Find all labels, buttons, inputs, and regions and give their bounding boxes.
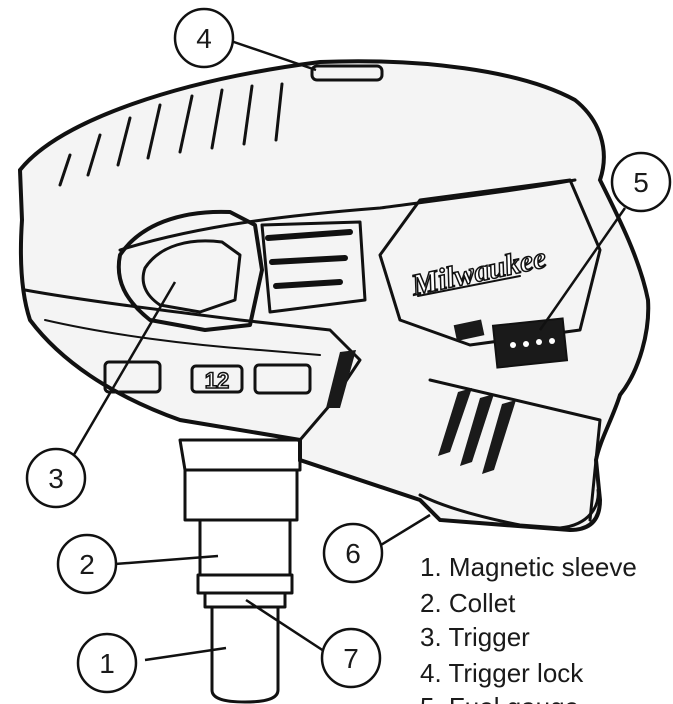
side-window-left [103, 360, 162, 394]
tool-illustration: Milwaukee 12 [17, 59, 651, 704]
center-grille [260, 220, 367, 314]
callout-1: 1 [76, 632, 138, 694]
leader-5 [538, 207, 627, 331]
callout-4: 4 [173, 7, 235, 69]
trigger[interactable] [141, 239, 242, 314]
leader-6 [375, 513, 431, 550]
lower-band-inner [44, 319, 321, 356]
callout-5-number: 5 [633, 167, 649, 198]
side-window-right [253, 363, 312, 395]
leader-4 [227, 38, 317, 72]
callout-5: 5 [610, 151, 672, 213]
callout-1-number: 1 [99, 648, 115, 679]
lower-band [23, 288, 362, 442]
nose-base [178, 438, 302, 472]
collet[interactable] [198, 518, 292, 577]
callout-3-number: 3 [48, 463, 64, 494]
leader-2 [114, 554, 219, 566]
legend-item-4: 4. Trigger lock [420, 658, 584, 688]
gauge-button[interactable] [453, 319, 485, 341]
parts-legend: 1. Magnetic sleeve 2. Collet 3. Trigger … [420, 552, 637, 704]
fuel-gauge [491, 317, 569, 369]
nail-holder-ring [203, 591, 287, 609]
logo-underline [417, 275, 521, 297]
callout-4-number: 4 [196, 23, 212, 54]
lower-panel-edge [428, 378, 602, 522]
trigger-housing [116, 209, 264, 332]
callout-3: 3 [25, 447, 87, 509]
fuel-gauge-leds [510, 338, 555, 348]
leader-1 [144, 646, 227, 662]
collet-ring [196, 573, 294, 595]
legend-item-1: 1. Magnetic sleeve [420, 552, 637, 582]
leader-3 [70, 281, 177, 459]
magnetic-sleeve[interactable] [210, 605, 280, 704]
callout-2: 2 [56, 533, 118, 595]
legend-item-5: 5. Fuel gauge [420, 692, 579, 704]
right-panel [378, 178, 602, 347]
legend-item-3: 3. Trigger [420, 622, 530, 652]
legend-item-2: 2. Collet [420, 588, 516, 618]
vent-slots [58, 82, 284, 187]
voltage-badge: 12 [205, 368, 229, 393]
callout-6-number: 6 [345, 538, 361, 569]
grip-rib [326, 350, 356, 408]
trigger-lock-slide[interactable] [310, 64, 384, 82]
battery-pack [418, 488, 600, 530]
lower-vents [438, 388, 516, 474]
side-ridge [118, 178, 577, 252]
callout-6: 6 [322, 522, 384, 584]
voltage-badge-frame [190, 364, 244, 394]
leader-lines [70, 38, 627, 662]
nose-upper [183, 468, 299, 522]
callout-7: 7 [320, 627, 382, 689]
callout-2-number: 2 [79, 549, 95, 580]
upper-housing [17, 59, 651, 533]
leader-7 [245, 598, 331, 657]
callout-7-number: 7 [343, 643, 359, 674]
